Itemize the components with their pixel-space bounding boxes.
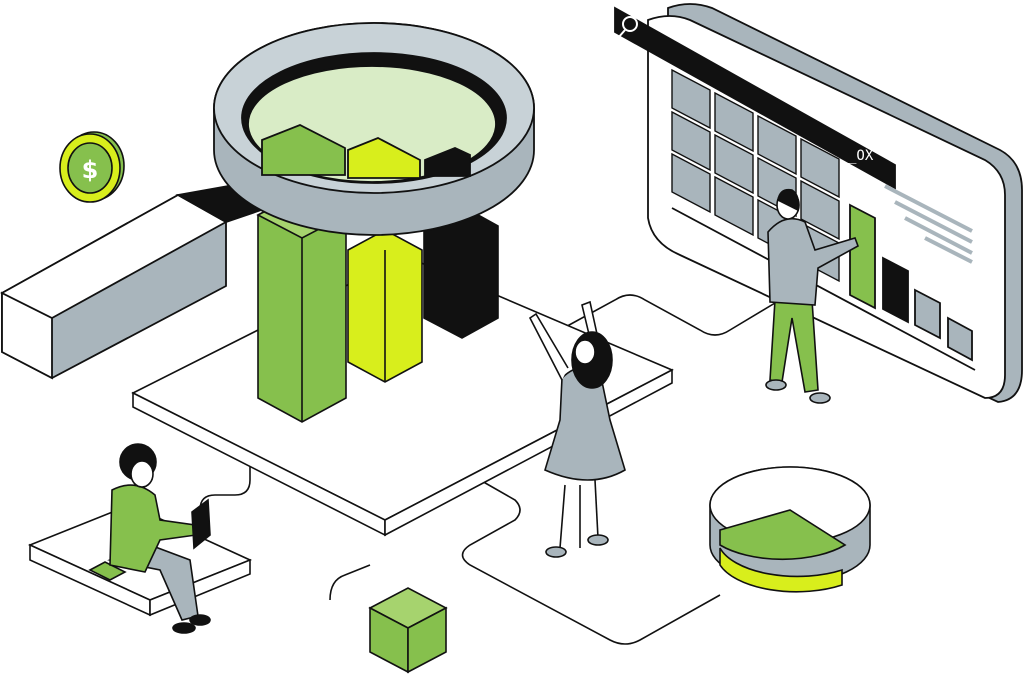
person-with-tablet (27, 443, 253, 634)
search-icon (617, 16, 638, 39)
person-pointing (765, 188, 859, 404)
dollar-coin-icon: $ (59, 131, 125, 203)
person-cheering (528, 300, 626, 558)
connector-lines (199, 294, 781, 645)
pie-chart-3d (709, 466, 871, 593)
text-lines (884, 184, 973, 264)
coin-symbol: $ (82, 156, 99, 184)
green-cube (368, 587, 448, 674)
magnifying-glass (0, 22, 535, 380)
window-controls-icon: _OX (848, 148, 874, 164)
dashboard-window: _OX (614, 3, 1023, 403)
